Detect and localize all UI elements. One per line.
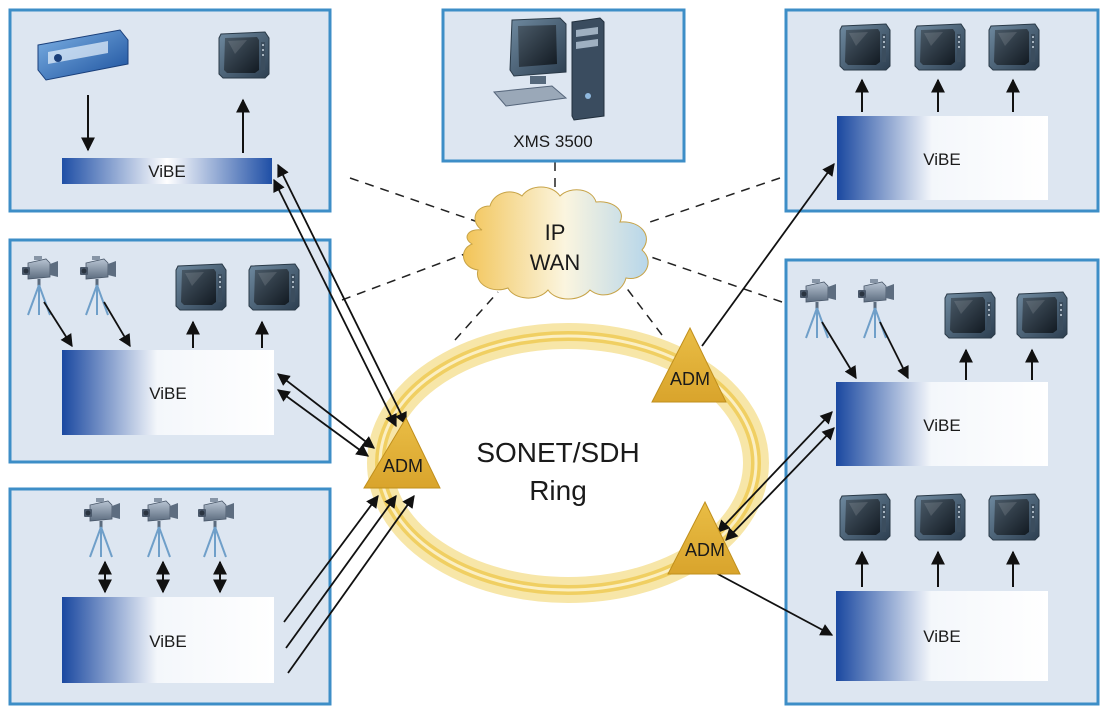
mgmt-link-ring-right — [621, 281, 663, 336]
vibe-label: ViBE — [149, 384, 187, 403]
adm-left: ADM — [363, 416, 441, 489]
mgmt-link-mid-left — [341, 251, 471, 301]
adm-label: ADM — [685, 540, 725, 560]
monitor-icon — [988, 493, 1040, 541]
vibe-box-top-right: ViBE — [837, 116, 1048, 200]
monitor-icon — [988, 23, 1040, 71]
vibe-label: ViBE — [149, 632, 187, 651]
monitor-icon — [914, 493, 966, 541]
vibe-box-mid-left: ViBE — [62, 350, 274, 435]
site-panel-top-right: ViBE — [784, 8, 1100, 213]
monitor-icon — [218, 31, 270, 79]
cloud-icon: IP WAN — [463, 186, 649, 300]
adm-label: ADM — [670, 369, 710, 389]
site-panel-top-left: ViBE — [8, 8, 332, 213]
site-panel-bottom-right: ViBE ViBE — [784, 258, 1100, 706]
vibe-label: ViBE — [923, 416, 961, 435]
monitor-icon — [1016, 291, 1068, 339]
vibe-box-top-left: ViBE — [62, 158, 272, 184]
server-panel: XMS 3500 — [441, 8, 686, 163]
vibe-box-right-lower: ViBE — [836, 591, 1048, 681]
adm-top-right: ADM — [651, 326, 727, 403]
monitor-icon — [914, 23, 966, 71]
adm-triangle-icon — [651, 326, 727, 403]
vibe-label: ViBE — [148, 162, 186, 181]
vibe-box-right-upper: ViBE — [836, 382, 1048, 466]
ring-label-line2: Ring — [529, 475, 587, 506]
adm-triangle-icon — [667, 500, 741, 575]
workstation-icon — [492, 17, 605, 121]
site-panel-mid-left: ViBE — [8, 238, 332, 464]
vibe-label: ViBE — [923, 627, 961, 646]
mgmt-link-mid-right — [647, 255, 783, 303]
monitor-icon — [175, 263, 227, 311]
mgmt-link-top-right — [649, 177, 781, 223]
monitor-icon — [944, 291, 996, 339]
adm-label: ADM — [383, 456, 423, 476]
monitor-icon — [839, 23, 891, 71]
monitor-icon — [839, 493, 891, 541]
mgmt-link-ring-left — [454, 291, 499, 341]
server-label: XMS 3500 — [513, 132, 592, 151]
monitor-icon — [248, 263, 300, 311]
mgmt-link-top-left — [349, 177, 479, 223]
link-arrows — [273, 162, 835, 674]
site-panel-bottom-left: ViBE — [8, 487, 332, 706]
adm-bottom-right: ADM — [667, 500, 741, 575]
vcr-icon — [37, 29, 129, 81]
ring-label-line1: SONET/SDH — [476, 437, 639, 468]
vibe-label: ViBE — [923, 150, 961, 169]
vibe-box-bottom-left: ViBE — [62, 597, 274, 683]
cloud-label-line2: WAN — [530, 250, 581, 275]
adm-triangle-icon — [363, 416, 441, 489]
cloud-label-line1: IP — [545, 220, 566, 245]
